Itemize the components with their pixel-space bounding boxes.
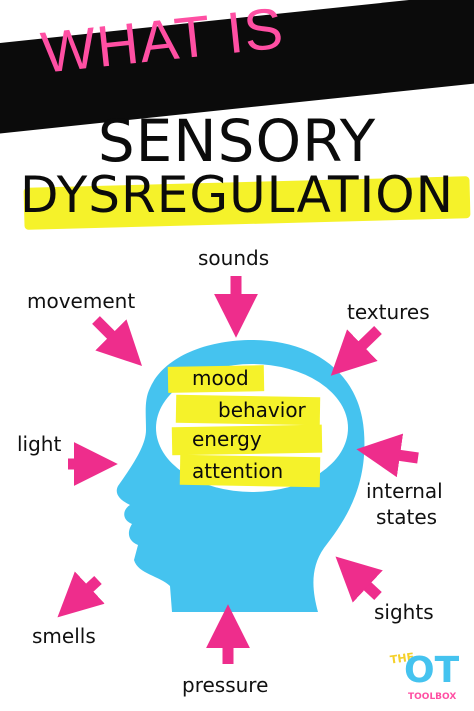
brain-word-mood: mood: [192, 366, 249, 390]
title-dysregulation: DYSREGULATION: [19, 166, 455, 224]
label-textures: textures: [347, 300, 430, 324]
label-internal: internal: [366, 479, 443, 503]
brain-word-energy: energy: [192, 427, 262, 451]
label-pressure: pressure: [182, 673, 269, 697]
brain-word-attention: attention: [192, 459, 284, 483]
highlight-mood: [167, 365, 265, 393]
brain-word-behavior: behavior: [218, 398, 306, 422]
highlight-attention: [179, 454, 321, 488]
arrow-movement: [92, 316, 143, 367]
title-sensory: SENSORY: [97, 107, 377, 175]
ot-toolbox-logo: THE OT TOOLBOX: [389, 650, 460, 702]
label-sights: sights: [374, 600, 434, 624]
label-sounds: sounds: [198, 246, 270, 270]
label-light: light: [17, 432, 62, 456]
label-states: states: [376, 505, 438, 529]
arrow-smells: [57, 571, 105, 618]
label-smells: smells: [32, 624, 96, 648]
arrow-internal-states: [356, 433, 419, 478]
arrow-textures: [330, 326, 382, 376]
highlight-energy: [171, 424, 323, 456]
highlight-behavior: [175, 394, 321, 426]
arrow-sights: [335, 556, 383, 603]
label-movement: movement: [27, 289, 136, 313]
